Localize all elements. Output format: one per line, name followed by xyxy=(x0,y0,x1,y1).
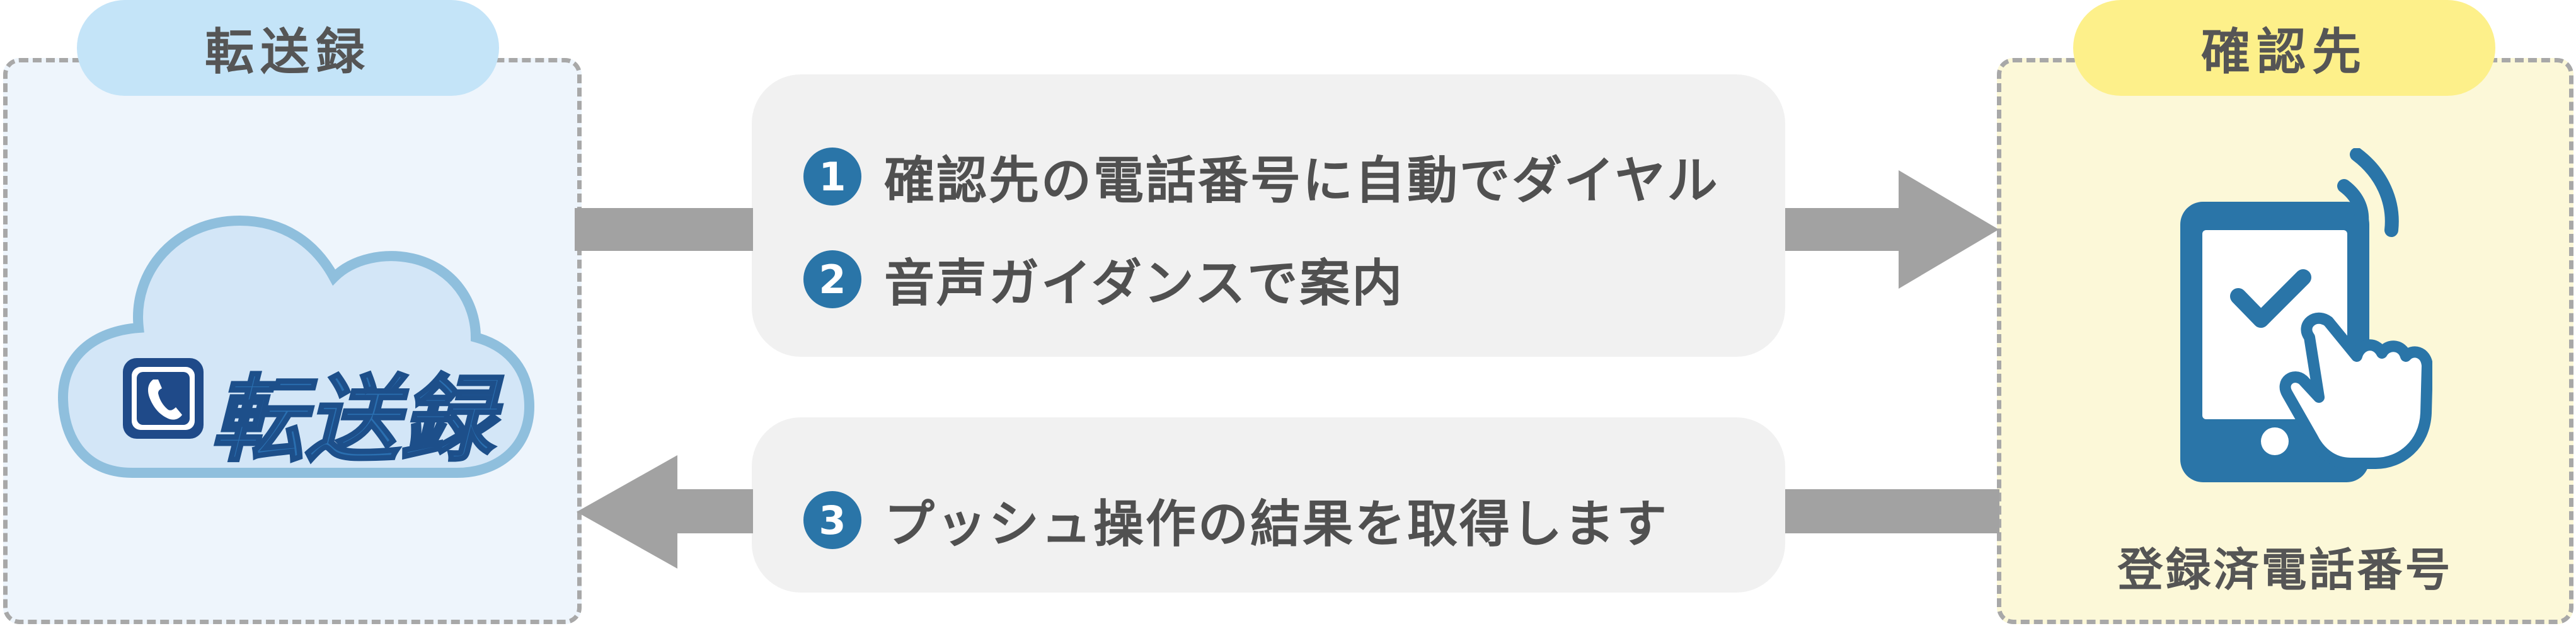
phone-handset-icon xyxy=(123,358,204,439)
return-arrow-shaft xyxy=(677,489,753,533)
step-number-badge: 3 xyxy=(803,491,861,549)
step-1: 1 確認先の電話番号に自動でダイヤル xyxy=(803,140,1720,213)
return-steps-box xyxy=(752,417,1785,593)
outgoing-arrow-head xyxy=(1899,170,1999,289)
step-2: 2 音声ガイダンスで案内 xyxy=(803,243,1404,316)
step-text: 確認先の電話番号に自動でダイヤル xyxy=(884,151,1720,210)
step-text: プッシュ操作の結果を取得します xyxy=(884,495,1669,554)
step-number-badge: 2 xyxy=(803,250,861,308)
return-connector-bar xyxy=(1785,489,1999,533)
transfer-service-logo: 転送録 xyxy=(210,364,495,475)
step-number-badge: 1 xyxy=(803,148,861,206)
outgoing-connector-bar xyxy=(575,208,753,251)
smartphone-check-tap-icon xyxy=(2180,148,2432,482)
outgoing-arrow-shaft xyxy=(1785,208,1899,251)
outgoing-steps-box xyxy=(752,74,1785,357)
return-arrow-head xyxy=(577,455,677,569)
registered-phone-number-caption: 登録済電話番号 xyxy=(2117,543,2453,596)
step-3: 3 プッシュ操作の結果を取得します xyxy=(803,484,1669,557)
confirmation-target-title: 確認先 xyxy=(2073,0,2495,96)
step-text: 音声ガイダンスで案内 xyxy=(884,254,1405,313)
transfer-service-title: 転送録 xyxy=(77,0,499,96)
